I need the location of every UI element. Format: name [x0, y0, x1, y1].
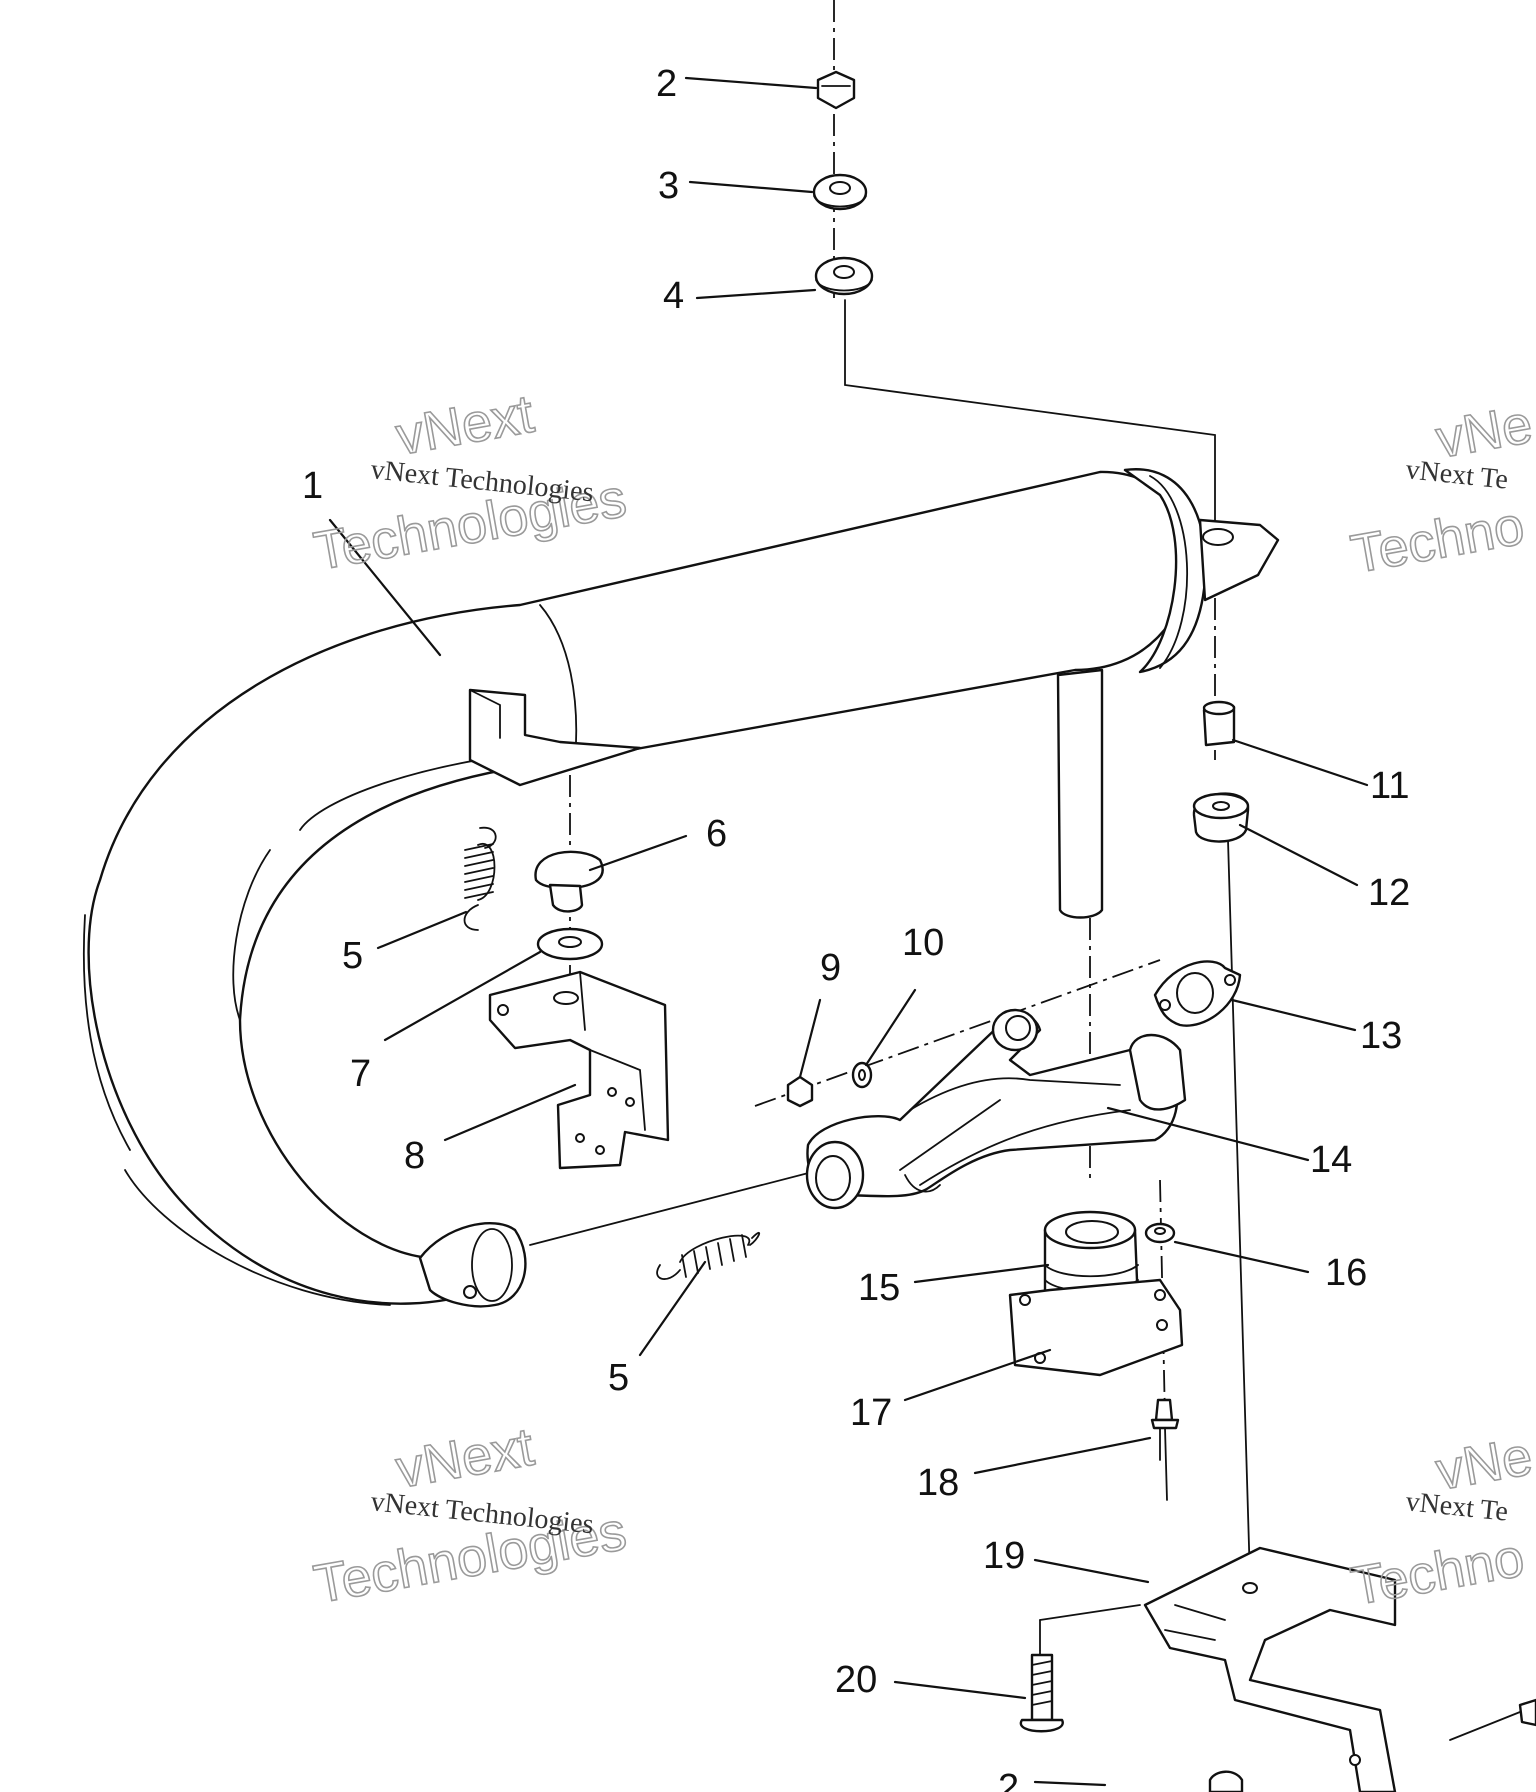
flat-washer: [814, 256, 874, 296]
y-pipe-manifold: [805, 1008, 1187, 1210]
callout-4: 4: [663, 275, 684, 317]
callout-14: 14: [1310, 1139, 1352, 1181]
callout-16: 16: [1325, 1252, 1367, 1294]
callout-18: 18: [917, 1462, 959, 1504]
callout-8: 8: [404, 1135, 425, 1177]
mounting-bracket: [488, 970, 670, 1170]
callout-15: 15: [858, 1267, 900, 1309]
watermark-technologies-partial: Techno: [1347, 495, 1529, 584]
adapter-base-plate: [1008, 1278, 1184, 1377]
nut-top: [816, 70, 856, 110]
watermark-technologies-partial: Techno: [1347, 1527, 1529, 1616]
callout-17: 17: [850, 1392, 892, 1434]
nut-small: [786, 1075, 814, 1108]
callout-6: 6: [706, 813, 727, 855]
lock-washer: [812, 173, 868, 211]
stud-bolt: [1150, 1398, 1180, 1501]
muffler-expansion-chamber: [82, 468, 1280, 1308]
callout-2b: 2: [998, 1767, 1019, 1792]
assembly-axes: [529, 0, 1251, 1690]
watermark-bottom-right: vNe Techno vNext Te: [1346, 1425, 1536, 1617]
callout-3: 3: [658, 165, 679, 207]
watermark-vnext: vNext: [392, 1417, 538, 1500]
muffler-mount-bracket: [1143, 1546, 1397, 1792]
callout-19: 19: [983, 1535, 1025, 1577]
watermark-top-right: vNe Techno vNext Te: [1346, 393, 1536, 585]
washer-small: [536, 927, 604, 961]
watermark-vnext: vNext: [392, 384, 538, 467]
watermark-bottom-left: vNext Technologies vNext Technologies: [309, 1416, 631, 1616]
callout-5a: 5: [342, 935, 363, 977]
grommet: [534, 850, 604, 913]
washer-adapter: [1144, 1222, 1176, 1244]
washer-tiny: [851, 1061, 873, 1089]
callout-labels: 1 2 3 4 5 6 7 8 9 10 11 12 13 14 5 15 16…: [302, 63, 1410, 1792]
callout-2: 2: [656, 63, 677, 105]
bracket-bolt: [1019, 1653, 1064, 1733]
callout-5b: 5: [608, 1357, 629, 1399]
leader-lines: [328, 76, 1369, 1787]
nut-bottom: [1208, 1698, 1536, 1792]
callout-7: 7: [350, 1053, 371, 1095]
callout-1: 1: [302, 465, 323, 507]
spring-upper: [463, 826, 497, 931]
callout-20: 20: [835, 1659, 877, 1701]
spring-lower: [656, 1232, 761, 1280]
watermark-top-left: vNext Technologies vNext Technologies: [309, 383, 631, 583]
rubber-mount: [1192, 792, 1250, 843]
callout-9: 9: [820, 947, 841, 989]
callout-10: 10: [902, 922, 944, 964]
bushing: [1202, 700, 1236, 747]
callout-11: 11: [1370, 765, 1409, 807]
callout-12: 12: [1368, 872, 1410, 914]
callout-13: 13: [1360, 1015, 1402, 1057]
flange-gasket: [1153, 960, 1242, 1027]
